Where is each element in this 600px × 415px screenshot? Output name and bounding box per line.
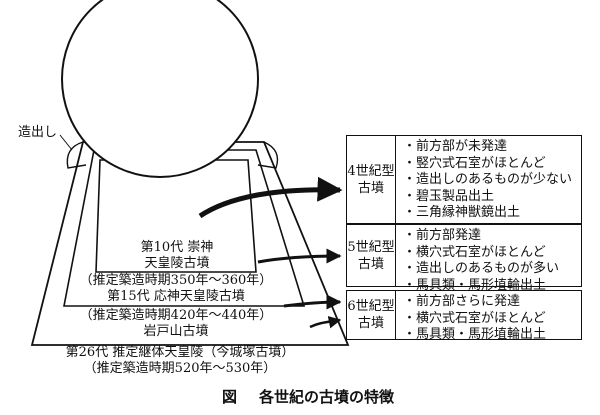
feature-item: 馬具類・馬形埴輪出土 xyxy=(403,278,559,295)
figure-caption: 図 各世紀の古墳の特徴 xyxy=(222,386,394,407)
tier2-line1: （推定築造時期350年～360年） xyxy=(79,273,273,288)
tsukuridashi-left xyxy=(66,141,87,169)
century-type-label: 6世紀型 古墳 xyxy=(347,291,396,339)
tier2-line2: 第15代 応神天皇陵古墳 xyxy=(107,289,245,304)
feature-list: 前方部が未発達 竪穴式石室がほとんど 造出しのあるものが少ない 碧玉製品出土 三… xyxy=(403,139,572,222)
feature-item: 竪穴式石室がほとんど xyxy=(403,156,572,173)
feature-item: 前方部が未発達 xyxy=(403,139,572,156)
round-mound xyxy=(61,0,259,178)
century-type-label: 5世紀型 古墳 xyxy=(347,225,396,286)
arrow-6th-century-b xyxy=(309,316,342,329)
feature-list: 前方部発達 横穴式石室がほとんど 造出しのあるものが多い 馬具類・馬形埴輪出土 xyxy=(403,228,559,294)
feature-item: 横穴式石室がほとんど xyxy=(403,245,559,262)
feature-box-4th-century: 4世紀型 古墳 前方部が未発達 竪穴式石室がほとんど 造出しのあるものが少ない … xyxy=(346,135,582,224)
arrow-6th-century-a xyxy=(283,294,342,310)
figure-title: 各世紀の古墳の特徴 xyxy=(259,388,395,406)
feature-item: 馬具類・馬形埴輪出土 xyxy=(403,327,546,344)
arrow-5th-century xyxy=(257,248,342,264)
feature-item: 前方部発達 xyxy=(403,228,559,245)
feature-item: 横穴式石室がほとんど xyxy=(403,311,546,328)
arrow-4th-century xyxy=(198,176,343,219)
tsukuridashi-leader xyxy=(59,134,73,151)
tier3-line1: （推定築造時期420年～440年） xyxy=(79,308,273,323)
tsukuridashi-right xyxy=(257,141,279,169)
tier4-line2: （推定築造時期520年～530年） xyxy=(83,361,277,376)
feature-item: 三角縁神獣鏡出土 xyxy=(403,205,572,222)
tier1-line1: 第10代 崇神 xyxy=(140,240,214,255)
tier4-line1: 第26代 推定継体天皇陵（今城塚古墳） xyxy=(65,345,295,360)
tier3-line2: 岩戸山古墳 xyxy=(143,324,209,339)
century-type-label: 4世紀型 古墳 xyxy=(347,136,396,223)
figure-label: 図 xyxy=(222,388,238,406)
feature-list: 前方部さらに発達 横穴式石室がほとんど 馬具類・馬形埴輪出土 xyxy=(403,294,546,344)
feature-item: 造出しのあるものが多い xyxy=(403,261,559,278)
feature-item: 碧玉製品出土 xyxy=(403,189,572,206)
feature-item: 前方部さらに発達 xyxy=(403,294,546,311)
feature-box-5th-century: 5世紀型 古墳 前方部発達 横穴式石室がほとんど 造出しのあるものが多い 馬具類… xyxy=(346,224,582,293)
feature-box-6th-century: 6世紀型 古墳 前方部さらに発達 横穴式石室がほとんど 馬具類・馬形埴輪出土 xyxy=(346,290,582,342)
tier1-line2: 天皇陵古墳 xyxy=(144,256,210,271)
tsukuridashi-label: 造出し xyxy=(18,125,58,140)
feature-item: 造出しのあるものが少ない xyxy=(403,172,572,189)
